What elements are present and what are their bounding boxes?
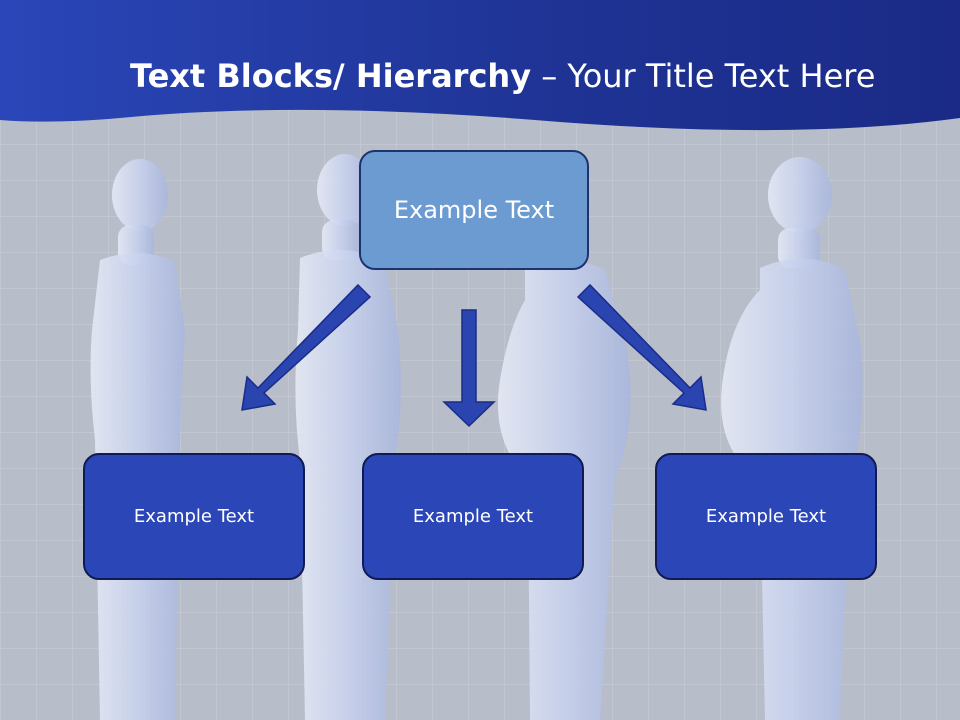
arrow-left	[241, 283, 372, 411]
child-text-block-label: Example Text	[705, 506, 827, 527]
title-rest: Your Title Text Here	[567, 57, 876, 95]
child-text-block-label: Example Text	[412, 506, 534, 527]
title-bold: Text Blocks/ Hierarchy	[130, 57, 532, 95]
title-separator: –	[531, 57, 568, 95]
child-text-block-2[interactable]: Example Text	[362, 453, 584, 580]
child-text-block-1[interactable]: Example Text	[83, 453, 305, 580]
arrow-center	[442, 309, 496, 428]
top-text-block-label: Example Text	[393, 196, 555, 224]
top-text-block[interactable]: Example Text	[359, 150, 589, 270]
arrow-right	[576, 283, 707, 411]
child-text-block-3[interactable]: Example Text	[655, 453, 877, 580]
header-band	[0, 0, 960, 131]
child-text-block-label: Example Text	[133, 506, 255, 527]
slide-title: Text Blocks/ Hierarchy – Your Title Text…	[130, 54, 930, 98]
